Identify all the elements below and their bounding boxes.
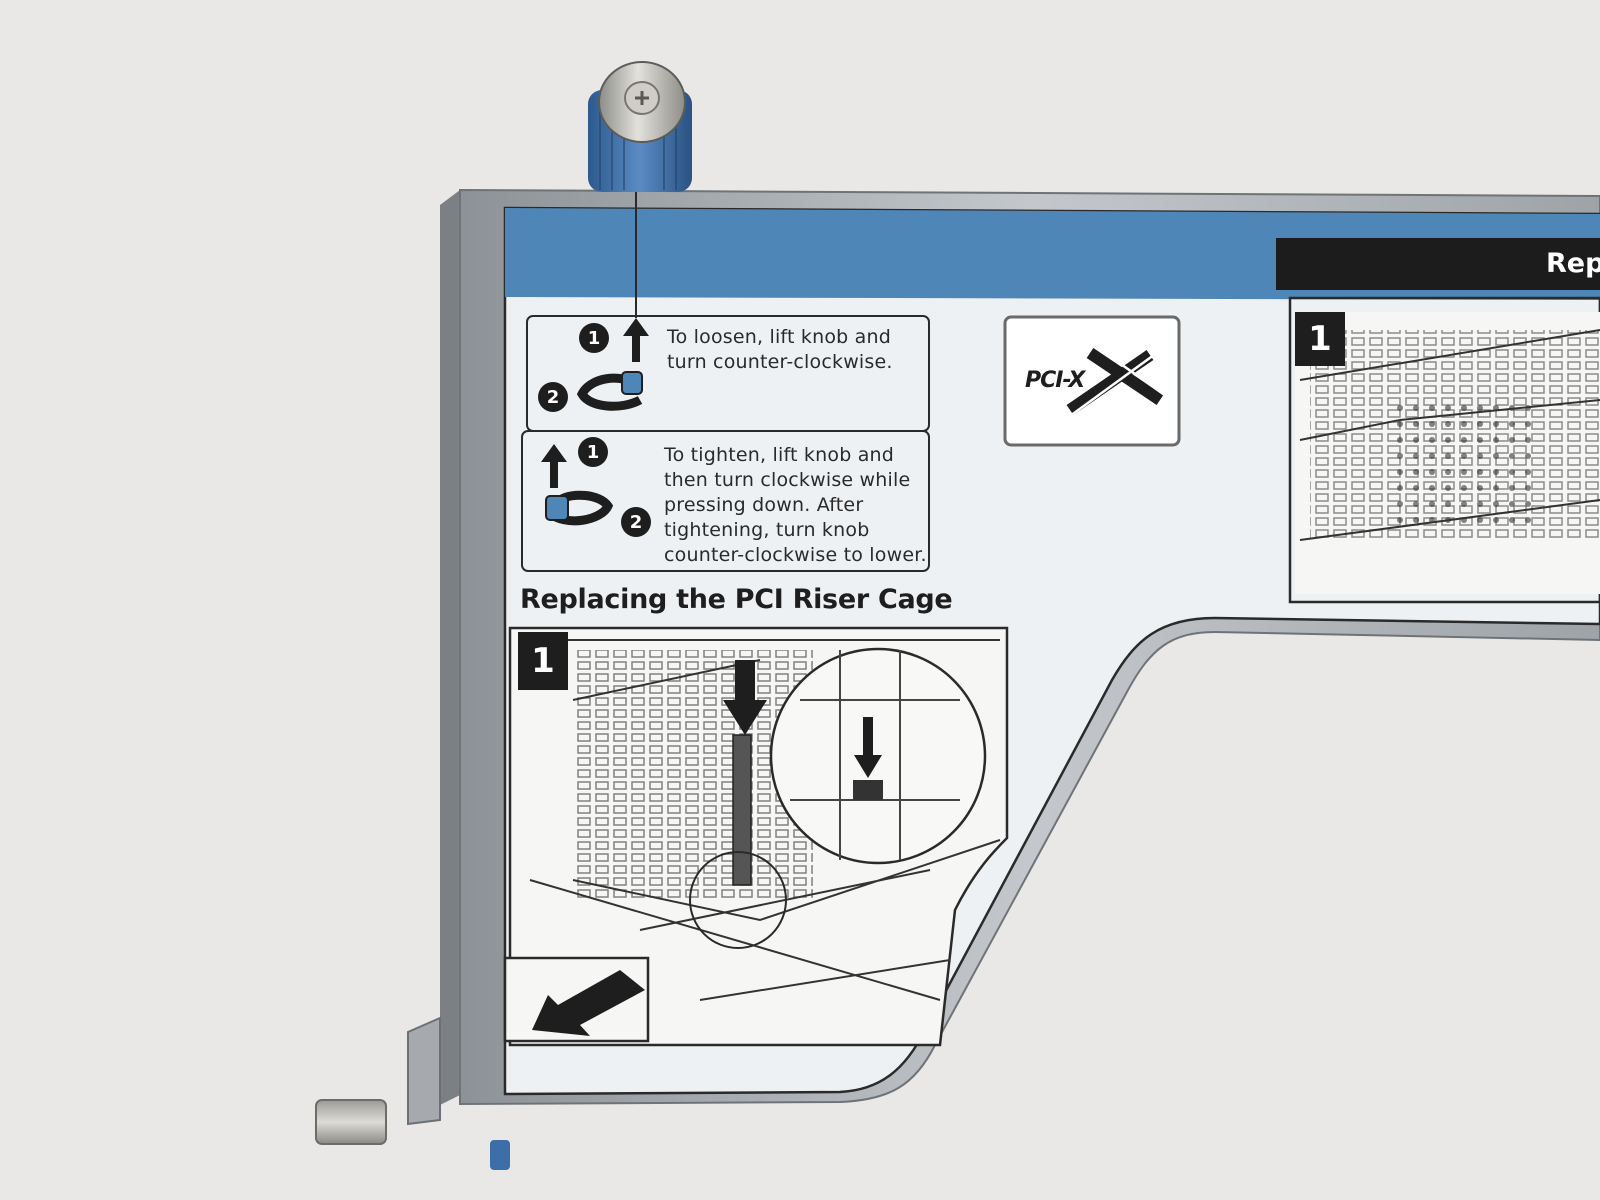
- loosen-instruction: To loosen, lift knob and turn counter-cl…: [667, 326, 893, 373]
- step-number: 1: [518, 632, 568, 690]
- tighten-instruction: To tighten, lift knob and then turn cloc…: [664, 444, 927, 566]
- down-arrow-icon: [854, 717, 882, 778]
- step-badge-2: 2: [538, 382, 568, 412]
- down-arrow-icon: [723, 660, 767, 735]
- pci-x-logo: [1003, 315, 1181, 447]
- up-arrow-icon: [623, 318, 649, 362]
- panel-title: Rep: [1546, 248, 1600, 279]
- rotate-cw-icon: [545, 490, 614, 526]
- step-number: 1: [1295, 312, 1345, 366]
- step-badge-1: 1: [578, 437, 608, 467]
- step-badge-2: 2: [621, 507, 651, 537]
- rotate-ccw-icon: [576, 371, 643, 411]
- section-heading: Replacing the PCI Riser Cage: [520, 584, 953, 615]
- down-left-arrow-icon: [503, 956, 650, 1043]
- step-badge-1: 1: [579, 323, 609, 353]
- up-arrow-icon: [541, 444, 567, 488]
- pci-x-logo-text: PCI-X: [1025, 368, 1085, 393]
